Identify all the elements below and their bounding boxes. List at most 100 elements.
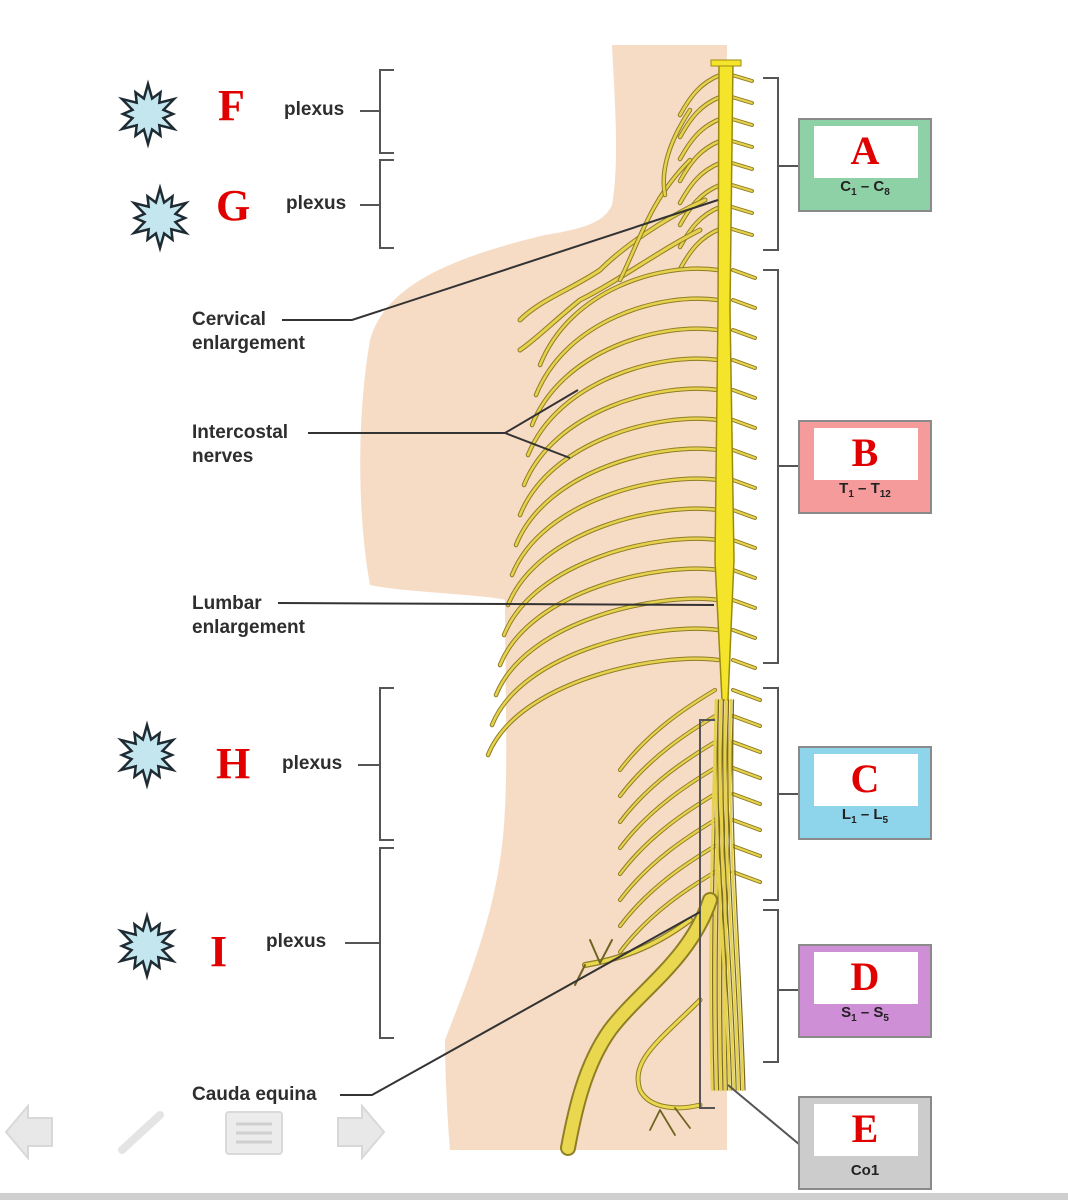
nerve-branch [731, 162, 753, 170]
nerve-branch [732, 539, 756, 549]
nerve-branch [732, 419, 756, 429]
letter-G: G [216, 181, 251, 230]
nerve-branch [618, 766, 717, 850]
cervical-enlargement-label: Cervical enlargement [192, 309, 305, 354]
cauda-strand [716, 699, 725, 1091]
nerve-branch [522, 387, 720, 487]
nerve-branch [731, 140, 753, 148]
nerve-branch [732, 569, 756, 579]
nerve-branch [526, 357, 720, 457]
cauda-strand [723, 698, 740, 1092]
plexus-label-g: plexus [286, 193, 347, 214]
burst-star-icon [118, 79, 178, 149]
nerve-branch [731, 74, 753, 82]
region-brackets [727, 77, 801, 1146]
nerve-branch [678, 139, 722, 183]
letter-I: I [210, 927, 228, 976]
nerve-branch [678, 227, 722, 271]
lumbar-enlargement-label: Lumbar enlargement [192, 593, 305, 638]
pen-icon[interactable] [118, 1111, 164, 1154]
nerve-branch [518, 417, 720, 517]
nerve-branch [732, 845, 761, 857]
region-box-e: E Co1 [798, 1096, 932, 1190]
nerve-branch [678, 95, 722, 139]
nerve-branch [618, 740, 717, 824]
nerve-branch [732, 479, 756, 489]
nerve-branch [731, 228, 753, 236]
burst-star-icon [130, 183, 190, 253]
nerve-branch [662, 108, 692, 197]
cauda-strand [722, 699, 737, 1091]
nerve-branch [518, 198, 707, 322]
region-range-b: T1 – T12 [839, 480, 891, 500]
nerve-branch [678, 161, 722, 205]
cauda-strand [728, 698, 745, 1092]
plexus-label-f: plexus [284, 99, 345, 120]
nerve-branch [732, 269, 756, 279]
burst-star-icon [117, 720, 177, 790]
nerve-branch [732, 793, 761, 805]
nerve-branch [502, 537, 720, 637]
cauda-strand [714, 698, 731, 1092]
region-box-a: A C1 – C8 [798, 118, 932, 212]
region-range-c: L1 – L5 [841, 806, 889, 826]
leader-lines [277, 199, 719, 1096]
nerve-branch [618, 158, 692, 282]
nerve-branch [490, 627, 720, 727]
nerve-branch [534, 297, 720, 397]
region-range-e: Co1 [850, 1162, 880, 1179]
region-box-b: B T1 – T12 [798, 420, 932, 514]
nerve-branch [678, 183, 722, 227]
nerve-branch [494, 597, 720, 697]
nerve-branch [506, 507, 720, 607]
nerve-branch [732, 741, 761, 753]
cauda-equina-strands [709, 698, 746, 1092]
menu-icon[interactable] [225, 1111, 283, 1155]
nerve-branch [732, 819, 761, 831]
nerve-branch [732, 629, 756, 639]
nerve-branch [618, 714, 717, 798]
prev-arrow-icon[interactable] [4, 1103, 53, 1161]
nerve-branch [678, 117, 722, 161]
nerve-branch [732, 689, 761, 701]
nerve-branch [678, 73, 722, 117]
nerve-branch [618, 818, 717, 902]
nerve-branch [510, 477, 720, 577]
next-arrow-icon[interactable] [337, 1103, 386, 1161]
region-range-d: S1 – S5 [841, 1004, 889, 1024]
nerve-branch [732, 329, 756, 339]
cauda-strand [727, 699, 742, 1091]
nerve-branch [618, 870, 717, 954]
nerve-branch [732, 449, 756, 459]
nerve-branch [732, 299, 756, 309]
letter-F: F [218, 81, 245, 130]
region-box-c: C L1 – L5 [798, 746, 932, 840]
nerve-branch [498, 567, 720, 667]
nerve-branch [732, 659, 756, 669]
nerve-branch [732, 509, 756, 519]
nerve-branch [538, 267, 720, 367]
nerve-branch [732, 767, 761, 779]
cauda-strand [719, 698, 736, 1092]
nerve-branch [732, 715, 761, 727]
cauda-equina-label: Cauda equina [192, 1084, 317, 1105]
letter-H: H [216, 739, 251, 788]
plexus-brackets [345, 69, 715, 1109]
nerve-branch [731, 206, 753, 214]
intercostal-nerves-label: Intercostal nerves [192, 422, 289, 467]
bottom-scrollbar[interactable] [0, 1193, 1068, 1200]
sciatic-nerve [560, 892, 718, 1156]
nerve-branch [731, 184, 753, 192]
nerve-branch [486, 657, 720, 757]
cauda-strand [732, 699, 746, 1091]
nerve-branch [518, 228, 702, 352]
nerve-branch [618, 792, 717, 876]
nerve-branch [514, 447, 720, 547]
region-box-d: D S1 – S5 [798, 944, 932, 1038]
nerve-branch [678, 205, 722, 249]
cauda-strand [717, 699, 733, 1091]
plexus-label-i: plexus [266, 931, 327, 952]
nerve-branch [530, 327, 720, 427]
region-range-a: C1 – C8 [840, 178, 890, 198]
